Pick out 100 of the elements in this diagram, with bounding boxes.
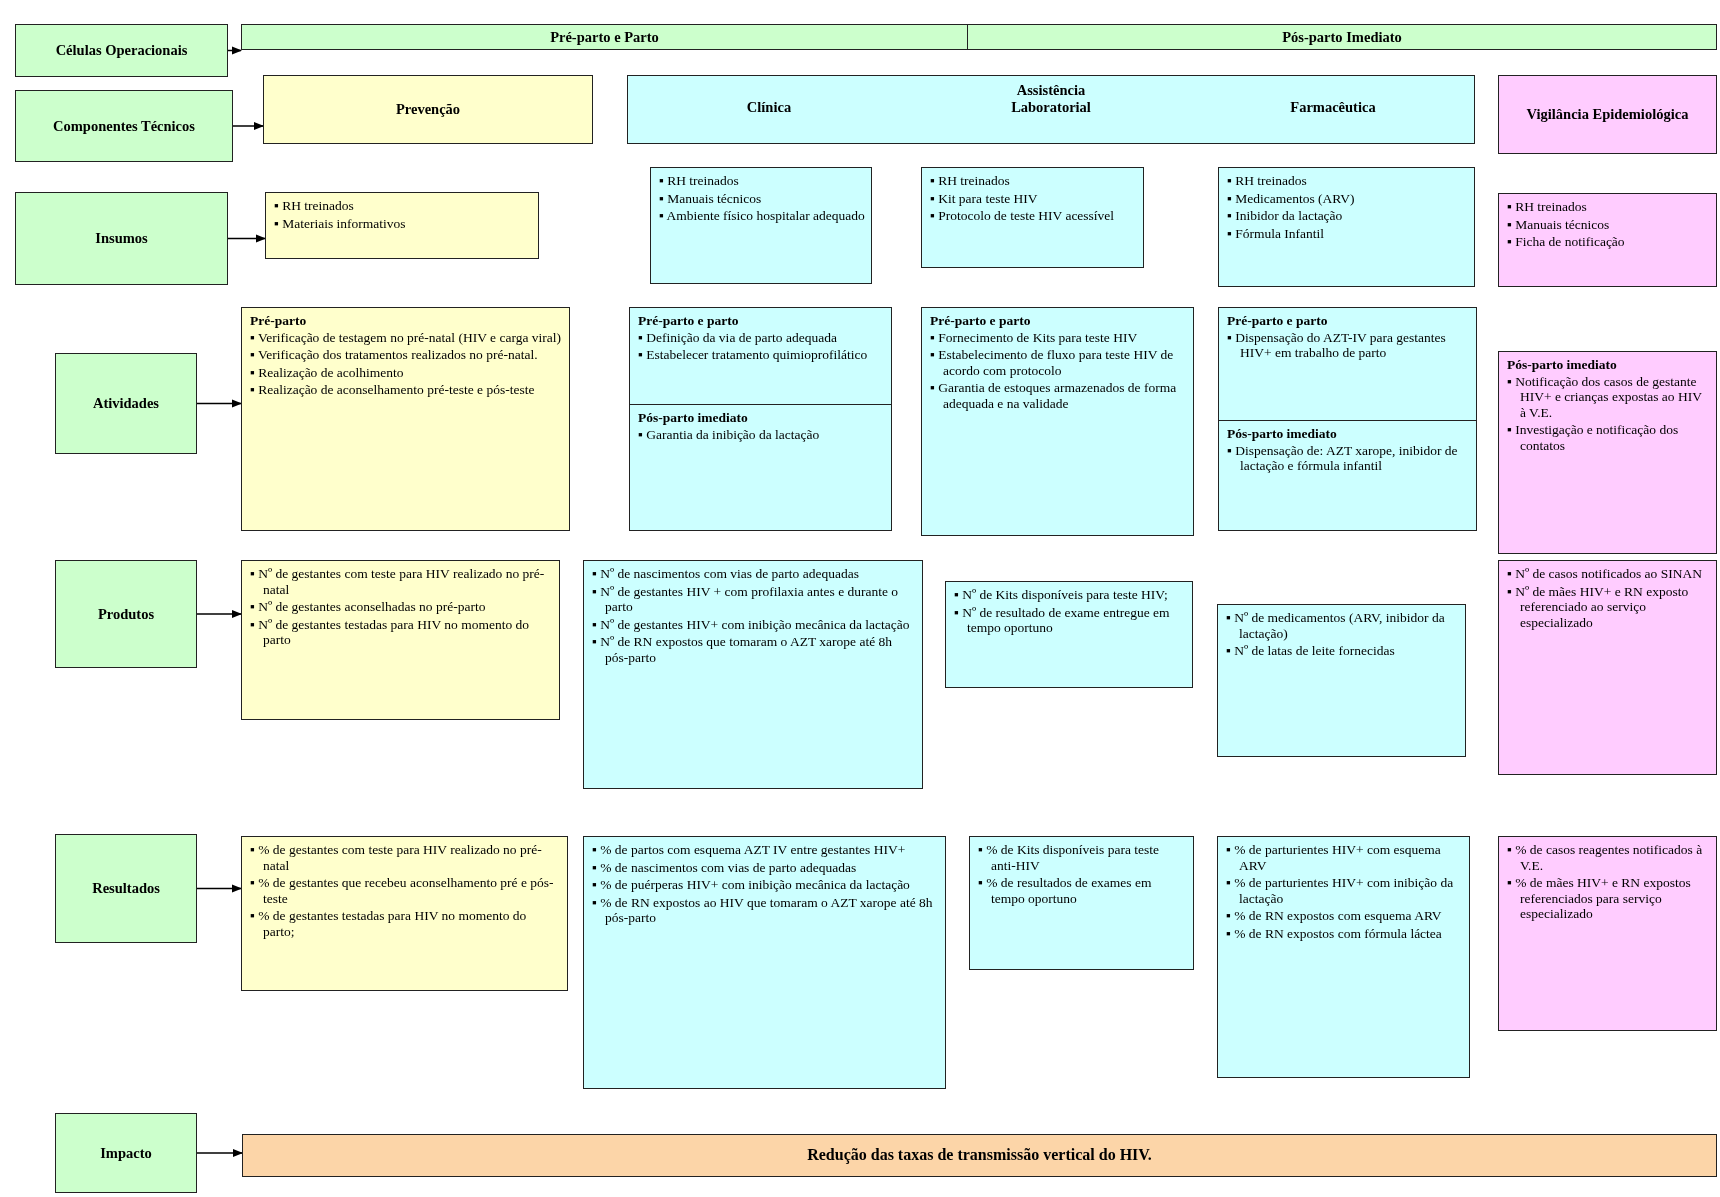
bullet-item: ▪ Realização de aconselhamento pré-teste e pós-teste (250, 382, 536, 398)
component-title: Assistência (1015, 82, 1087, 99)
bullet-item: ▪ % de RN expostos ao HIV que tomaram o AZT xarope até 8h pós-parto (592, 894, 934, 926)
bullet-item: ▪ Nº de gestantes aconselhadas no pré-parto (250, 599, 487, 615)
list-box (1218, 167, 1475, 287)
bullet-item: ▪ Fornecimento de Kits para teste HIV (930, 329, 1139, 346)
bullet-item: ▪ % de RN expostos com esquema ARV (1226, 908, 1443, 924)
component-title: Prevenção (395, 101, 461, 118)
list-box (241, 560, 560, 720)
arrow (196, 884, 243, 893)
bullet-item: ▪ Medicamentos (ARV) (1227, 190, 1356, 207)
row-label-box (55, 1113, 197, 1193)
row-label: Atividades (92, 395, 160, 412)
bullet-item: ▪ Materiais informativos (274, 215, 407, 232)
section-heading: Pré-parto (250, 313, 308, 329)
bullet-item: ▪ % de gestantes com teste para HIV realizado no pré-natal (250, 842, 543, 874)
list-box (1217, 604, 1466, 757)
bullet-item: ▪ % de resultados de exames em tempo oportuno (978, 875, 1153, 907)
arrow (227, 46, 243, 55)
list-box (921, 167, 1144, 268)
bullet-item: ▪ Nº de gestantes testadas para HIV no momento do parto (250, 616, 531, 648)
bullet-item: ▪ % de casos reagentes notificados à V.E. (1507, 842, 1704, 874)
bullet-item: ▪ Manuais técnicos (659, 190, 763, 207)
bullet-item: ▪ Estabelecimento de fluxo para teste HIV de acordo com protocolo (930, 347, 1175, 379)
bullet-item: ▪ RH treinados (274, 198, 355, 214)
bullet-item: ▪ Manuais técnicos (1507, 216, 1611, 233)
list-box (1498, 351, 1717, 554)
bullet-item: ▪ Nº de casos notificados ao SINAN (1507, 566, 1703, 582)
band-title: Redução das taxas de transmissão vertical do HIV. (807, 1146, 1152, 1165)
bullet-item: ▪ Verificação dos tratamentos realizados no pré-natal. (250, 347, 539, 363)
row-label: Insumos (95, 230, 148, 247)
subcomponent-title: Farmacêutica (1289, 98, 1377, 116)
bullet-item: ▪ Ficha de notificação (1507, 234, 1626, 250)
component-title: Vigilância Epidemiológica (1526, 106, 1689, 123)
bullet-item: ▪ Nº de RN expostos que tomaram o AZT xarope até 8h pós-parto (592, 634, 894, 666)
bullet-item: ▪ % de puérperas HIV+ com inibição mecânica da lactação (592, 877, 911, 893)
bullet-item: ▪ Nº de latas de leite fornecidas (1226, 643, 1396, 659)
phase-band (967, 24, 1717, 50)
impact-band (242, 1134, 1717, 1177)
bullet-item: ▪ Garantia da inibição da lactação (638, 426, 821, 443)
bullet-item: ▪ Nº de Kits disponíveis para teste HIV; (954, 587, 1169, 603)
component-box (627, 75, 1475, 144)
row-label-box (15, 90, 233, 162)
row-label: Resultados (92, 880, 160, 897)
row-label: Impacto (100, 1144, 152, 1162)
bullet-item: ▪ % de RN expostos com fórmula láctea (1226, 925, 1443, 942)
list-box (583, 560, 923, 789)
bullet-item: ▪ % de parturientes HIV+ com inibição da lactação (1226, 875, 1455, 907)
bullet-item: ▪ RH treinados (659, 173, 740, 189)
bullet-item: ▪ % de parturientes HIV+ com esquema ARV (1226, 842, 1442, 874)
list-box (1498, 560, 1717, 775)
subcomponent-title: Laboratorial (1010, 98, 1092, 116)
arrow (196, 609, 243, 619)
subcomponent-title: Clínica (745, 98, 793, 116)
row-label-box (15, 24, 228, 77)
list-box (1498, 836, 1717, 1031)
section-heading: Pós-parto imediato (1507, 357, 1618, 373)
bullet-item: ▪ Notificação dos casos de gestante HIV+ e crianças expostas ao HIV à V.E. (1507, 373, 1703, 421)
bullet-item: ▪ % de gestantes testadas para HIV no momento do parto; (250, 908, 528, 940)
list-box (1217, 836, 1470, 1078)
bullet-item: ▪ Fórmula Infantil (1227, 225, 1326, 242)
band-title: Pré-parto e Parto (550, 28, 659, 46)
bullet-item: ▪ RH treinados (930, 173, 1011, 189)
bullet-item: ▪ Definição da via de parto adequada (638, 329, 838, 346)
section-heading: Pré-parto e parto (638, 313, 740, 329)
bullet-item: ▪ % de gestantes que recebeu aconselhamento pré e pós-teste (250, 875, 555, 907)
list-box (241, 836, 568, 991)
list-box (650, 167, 872, 284)
bullet-item: ▪ % de partos com esquema AZT IV entre gestantes HIV+ (592, 842, 907, 858)
arrow (196, 399, 243, 408)
list-box (1498, 193, 1717, 287)
bullet-item: ▪ Nº de mães HIV+ e RN exposto referenciado ao serviço especializado (1507, 583, 1690, 631)
bullet-item: ▪ Nº de nascimentos com vias de parto adequadas (592, 566, 860, 582)
bullet-item: ▪ Realização de acolhimento (250, 364, 405, 381)
row-label: Componentes Técnicos (53, 117, 195, 135)
bullet-item: ▪ Dispensação do AZT-IV para gestantes HIV+ em trabalho de parto (1227, 329, 1447, 361)
component-box (1498, 75, 1717, 154)
row-label: Células Operacionais (55, 42, 188, 59)
bullet-item: ▪ % de mães HIV+ e RN expostos referenciados para serviço especializado (1507, 875, 1692, 922)
row-label-box (55, 834, 197, 943)
list-box (969, 836, 1194, 970)
section-heading: Pré-parto e parto (1227, 313, 1329, 329)
list-box (265, 192, 539, 259)
arrow (232, 121, 265, 131)
section-heading: Pós-parto imediato (638, 410, 749, 426)
bullet-item: ▪ % de Kits disponíveis para teste anti-HIV (978, 842, 1160, 874)
section-heading: Pós-parto imediato (1227, 426, 1338, 442)
bullet-item: ▪ Nº de gestantes com teste para HIV realizado no pré-natal (250, 566, 546, 598)
bullet-item: ▪ Nº de gestantes HIV + com profilaxia antes e durante o parto (592, 583, 900, 615)
bullet-item: ▪ RH treinados (1507, 199, 1588, 215)
bullet-item: ▪ % de nascimentos com vias de parto adequadas (592, 859, 858, 876)
bullet-item: ▪ Ambiente físico hospitalar adequado (659, 208, 865, 224)
row-label-box (55, 353, 197, 454)
list-box (1218, 307, 1477, 421)
row-label-box (55, 560, 197, 668)
bullet-item: ▪ RH treinados (1227, 173, 1308, 189)
list-box (583, 836, 946, 1089)
bullet-item: ▪ Estabelecer tratamento quimioprofilático (638, 347, 869, 363)
list-box (945, 581, 1193, 688)
list-box (241, 307, 570, 531)
